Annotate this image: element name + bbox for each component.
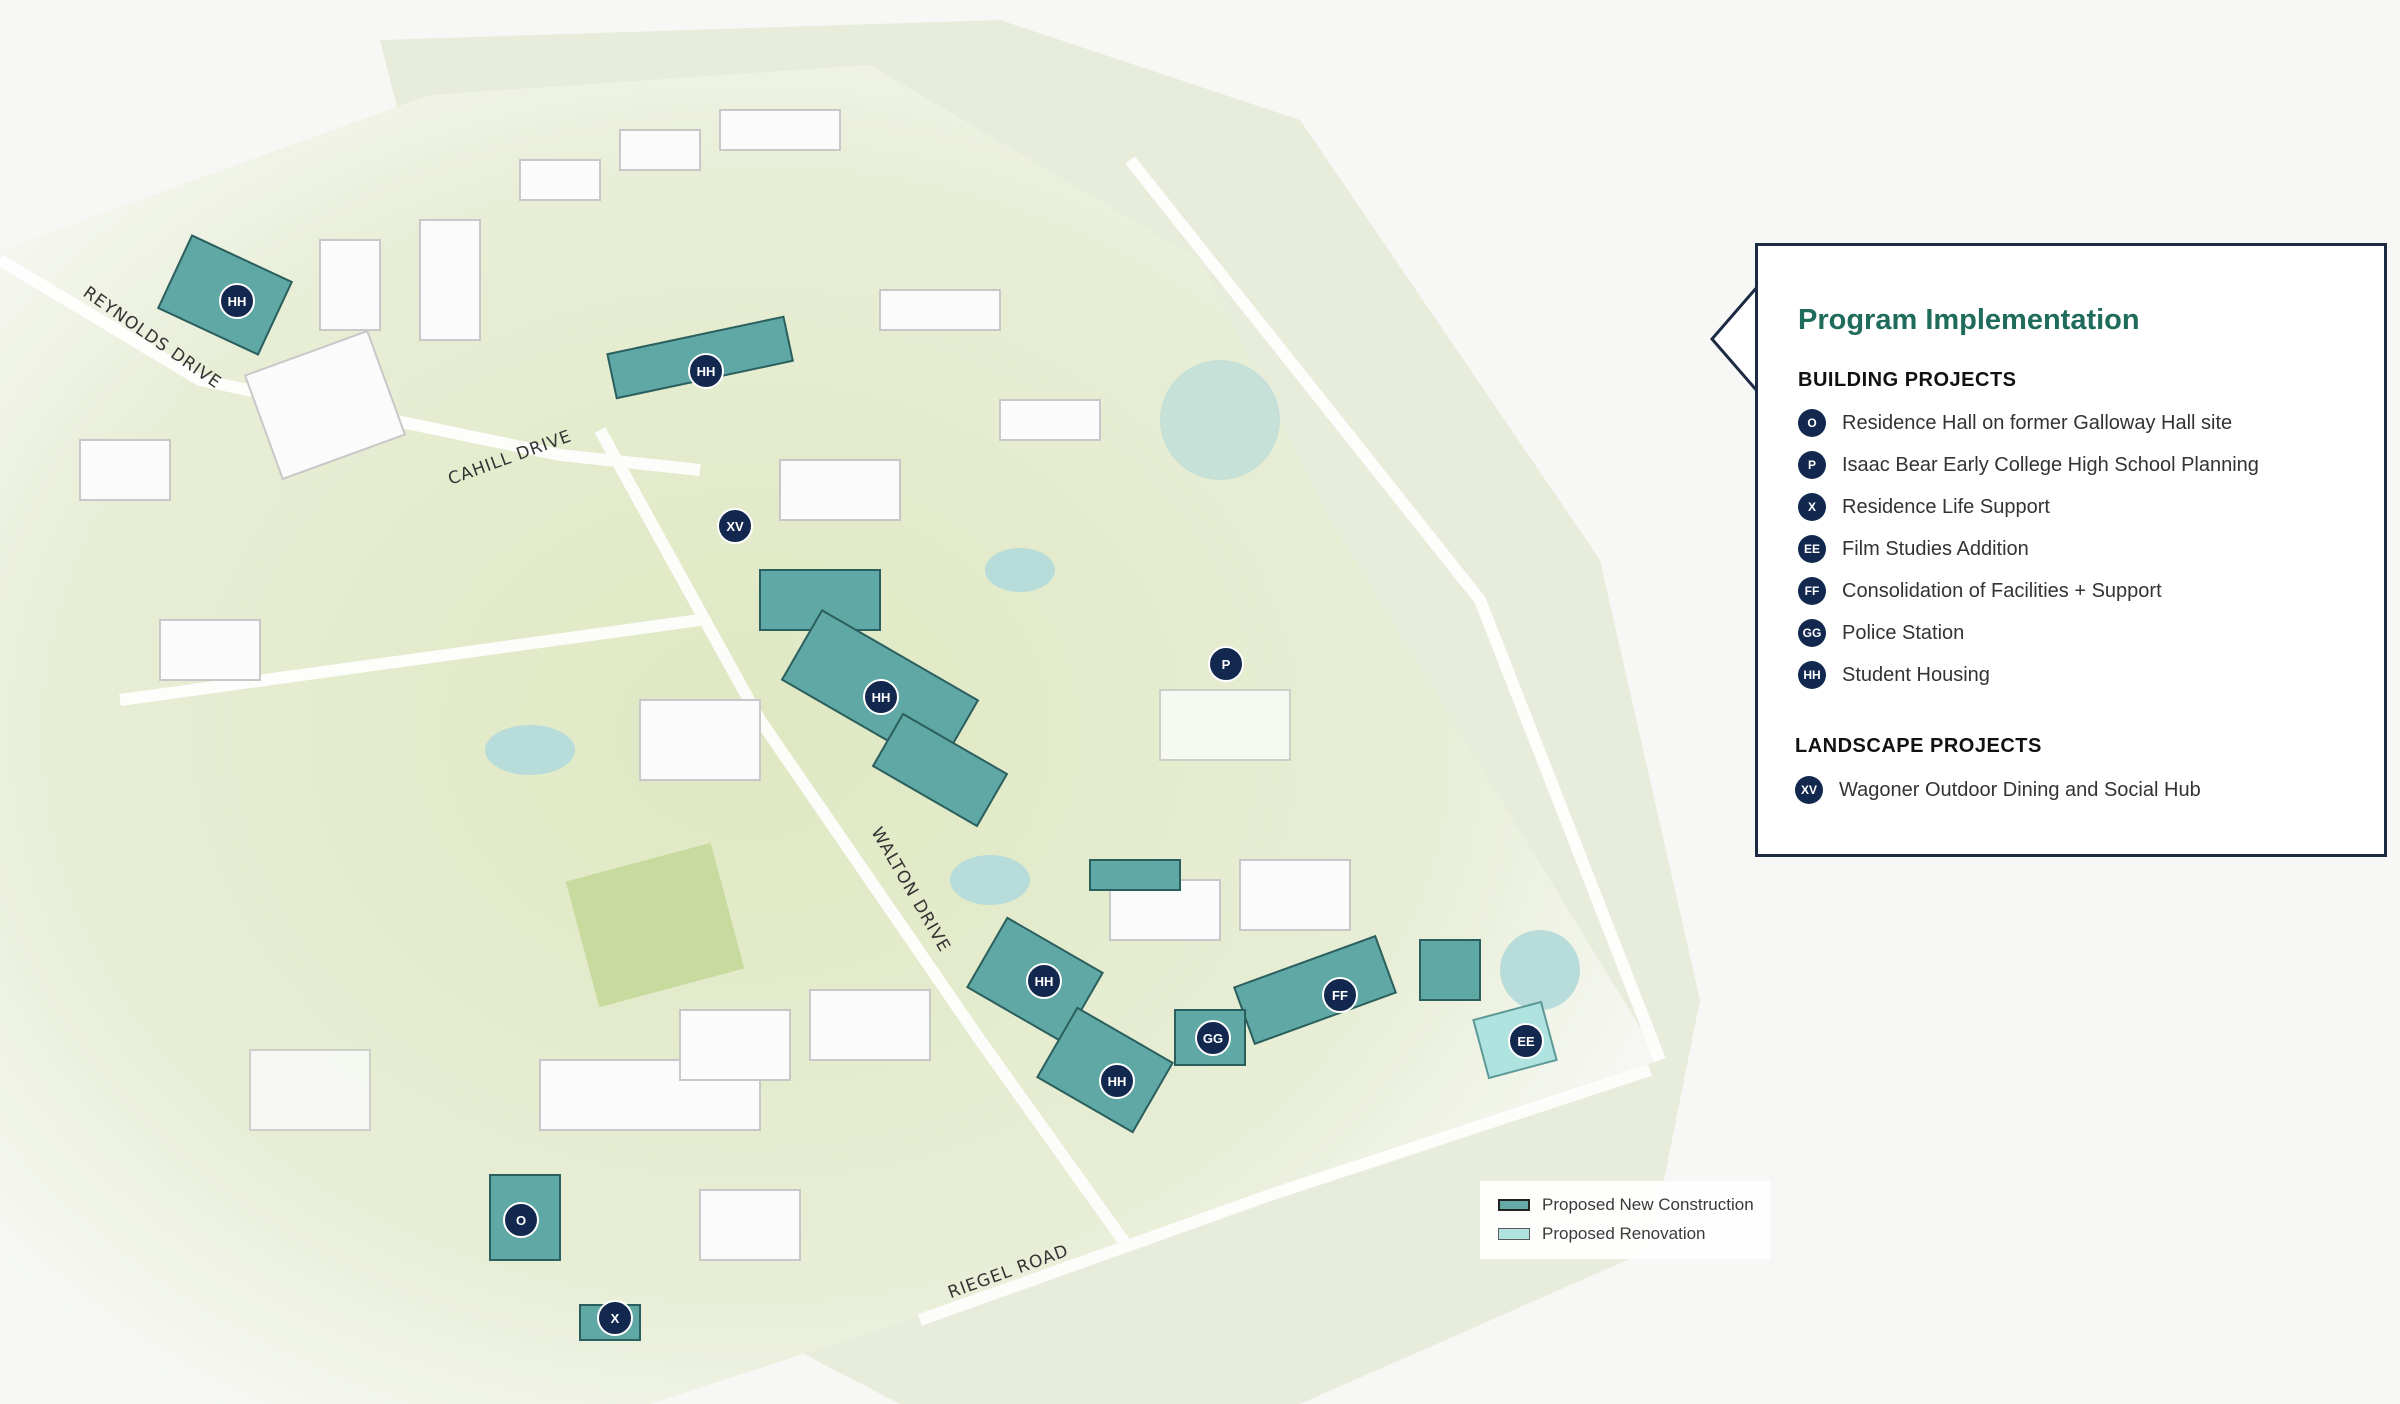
- legend-item-gg: GG Police Station: [1798, 619, 1964, 647]
- legend-item-label: Residence Hall on former Galloway Hall s…: [1842, 411, 2233, 434]
- renovation-swatch: [1498, 1228, 1530, 1240]
- color-key: Proposed New Construction Proposed Renov…: [1480, 1181, 1770, 1259]
- badge-x: X: [1798, 493, 1826, 521]
- badge-hh: HH: [1798, 661, 1826, 689]
- marker-gg[interactable]: GG: [1195, 1020, 1231, 1056]
- marker-hh[interactable]: HH: [1099, 1063, 1135, 1099]
- badge-gg: GG: [1798, 619, 1826, 647]
- legend-item-p: P Isaac Bear Early College High School Pl…: [1798, 451, 2259, 479]
- legend-item-label: Police Station: [1842, 621, 1965, 644]
- marker-p[interactable]: P: [1208, 646, 1244, 682]
- marker-o[interactable]: O: [503, 1202, 539, 1238]
- new-construction-swatch: [1498, 1199, 1530, 1211]
- soccer-field: [565, 842, 745, 1008]
- legend-item-ff: FF Consolidation of Facilities + Support: [1798, 577, 2162, 605]
- marker-hh[interactable]: HH: [688, 353, 724, 389]
- key-label: Proposed New Construction: [1542, 1195, 1754, 1214]
- existing-buildings: [79, 109, 1351, 1261]
- badge-xv: XV: [1795, 776, 1823, 804]
- marker-hh[interactable]: HH: [219, 283, 255, 319]
- landscape-projects-heading: LANDSCAPE PROJECTS: [1795, 735, 2042, 757]
- legend-item-o: O Residence Hall on former Galloway Hall …: [1798, 409, 2232, 437]
- legend-item-hh: HH Student Housing: [1798, 661, 1990, 689]
- legend-item-x: X Residence Life Support: [1798, 493, 2050, 521]
- marker-ee[interactable]: EE: [1508, 1023, 1544, 1059]
- legend-title: Program Implementation: [1798, 304, 2140, 336]
- ponds: [485, 360, 1580, 1010]
- program-implementation-legend: Program Implementation BUILDING PROJECTS…: [1755, 243, 2387, 857]
- legend-item-label: Wagoner Outdoor Dining and Social Hub: [1839, 778, 2201, 801]
- key-new-construction: Proposed New Construction: [1498, 1195, 1754, 1215]
- legend-item-xv: XV Wagoner Outdoor Dining and Social Hub: [1795, 776, 2201, 804]
- legend-item-label: Residence Life Support: [1842, 495, 2050, 518]
- badge-o: O: [1798, 409, 1826, 437]
- marker-hh[interactable]: HH: [1026, 963, 1062, 999]
- legend-item-label: Consolidation of Facilities + Support: [1842, 579, 2162, 602]
- marker-xv[interactable]: XV: [717, 508, 753, 544]
- key-renovation: Proposed Renovation: [1498, 1224, 1706, 1244]
- marker-hh[interactable]: HH: [863, 679, 899, 715]
- legend-item-label: Student Housing: [1842, 663, 1990, 686]
- key-label: Proposed Renovation: [1542, 1224, 1706, 1243]
- badge-ee: EE: [1798, 535, 1826, 563]
- legend-item-ee: EE Film Studies Addition: [1798, 535, 2029, 563]
- building-projects-heading: BUILDING PROJECTS: [1798, 369, 2017, 391]
- proposed-buildings: [156, 234, 1481, 1341]
- marker-x[interactable]: X: [597, 1300, 633, 1336]
- badge-ff: FF: [1798, 577, 1826, 605]
- badge-p: P: [1798, 451, 1826, 479]
- legend-item-label: Film Studies Addition: [1842, 537, 2029, 560]
- marker-ff[interactable]: FF: [1322, 977, 1358, 1013]
- legend-item-label: Isaac Bear Early College High School Pla…: [1842, 453, 2259, 476]
- legend-pointer: [1710, 286, 1760, 392]
